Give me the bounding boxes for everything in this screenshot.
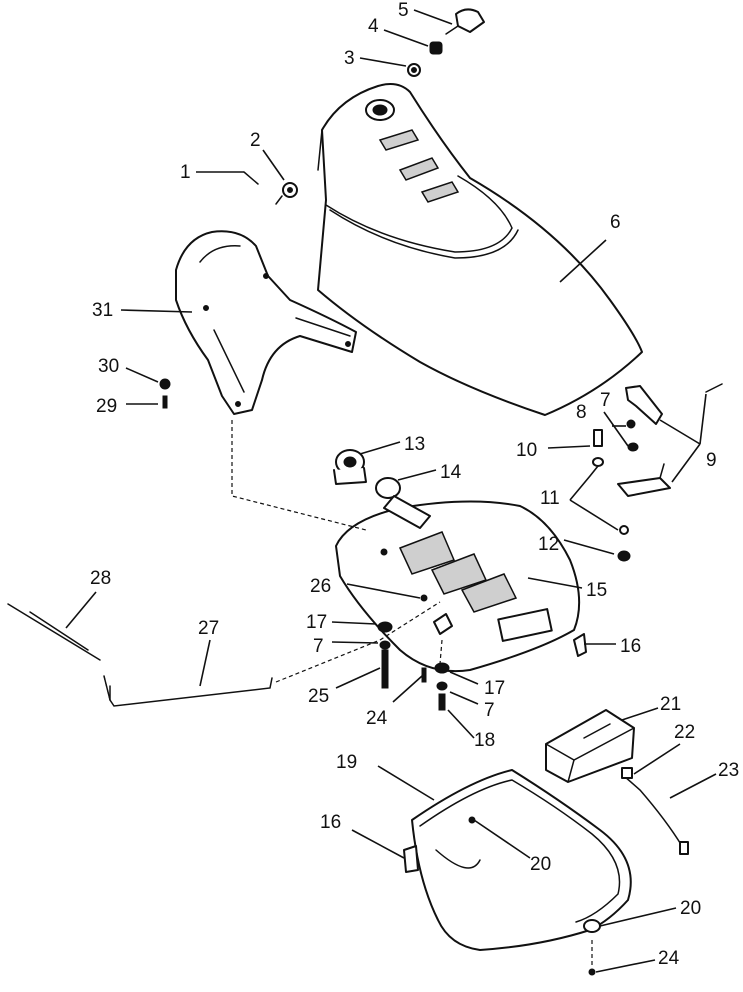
rods bbox=[7, 603, 273, 707]
callout-24-tank: 24 bbox=[366, 708, 388, 729]
tool-box-and-strap bbox=[545, 709, 689, 855]
callout-7-hinge: 7 bbox=[600, 390, 611, 411]
storage-tray bbox=[403, 769, 632, 976]
callout-17-left: 17 bbox=[306, 612, 327, 633]
callout-16-tray: 16 bbox=[320, 812, 341, 833]
callout-24-tray: 24 bbox=[658, 948, 680, 969]
hinge-hardware bbox=[592, 383, 723, 562]
seat bbox=[317, 83, 643, 416]
callout-4: 4 bbox=[368, 16, 379, 37]
callout-20-inner: 20 bbox=[530, 854, 551, 875]
callout-18: 18 bbox=[474, 730, 495, 751]
callout-29: 29 bbox=[96, 396, 117, 417]
callout-12: 12 bbox=[538, 534, 559, 555]
callout-17-right: 17 bbox=[484, 678, 505, 699]
callout-5: 5 bbox=[398, 0, 409, 21]
callout-27: 27 bbox=[198, 618, 219, 639]
callout-31: 31 bbox=[92, 300, 113, 321]
callout-25: 25 bbox=[308, 686, 329, 707]
callout-14: 14 bbox=[440, 462, 462, 483]
filler-cap-parts bbox=[407, 8, 485, 77]
leader-lines bbox=[65, 9, 717, 973]
callout-26: 26 bbox=[310, 576, 331, 597]
callout-28: 28 bbox=[90, 568, 111, 589]
callout-30: 30 bbox=[98, 356, 119, 377]
tank-filler-neck bbox=[333, 449, 431, 529]
callout-7-left: 7 bbox=[313, 636, 324, 657]
seat-bracket bbox=[175, 230, 357, 415]
callout-13: 13 bbox=[404, 434, 425, 455]
callout-labels: 1 2 3 4 5 6 7 7 7 8 9 10 11 12 13 14 15 … bbox=[90, 0, 739, 969]
callout-21: 21 bbox=[660, 694, 681, 715]
callout-3: 3 bbox=[344, 48, 355, 69]
bracket-screw-washer bbox=[159, 378, 171, 409]
seat-fastener bbox=[243, 171, 298, 205]
callout-16-tank: 16 bbox=[620, 636, 641, 657]
callout-22: 22 bbox=[674, 722, 695, 743]
callout-7-right: 7 bbox=[484, 700, 495, 721]
callout-15: 15 bbox=[586, 580, 607, 601]
callout-9: 9 bbox=[706, 450, 717, 471]
callout-23: 23 bbox=[718, 760, 739, 781]
callout-1: 1 bbox=[180, 162, 191, 183]
assembly-lines bbox=[103, 420, 593, 966]
fuel-tank bbox=[335, 500, 581, 673]
callout-2: 2 bbox=[250, 130, 261, 151]
tank-hardware bbox=[377, 594, 587, 711]
callout-11: 11 bbox=[540, 488, 560, 509]
callout-19: 19 bbox=[336, 752, 357, 773]
callout-10: 10 bbox=[516, 440, 537, 461]
callout-8: 8 bbox=[576, 402, 587, 423]
callout-6: 6 bbox=[610, 212, 621, 233]
callout-20-outer: 20 bbox=[680, 898, 701, 919]
